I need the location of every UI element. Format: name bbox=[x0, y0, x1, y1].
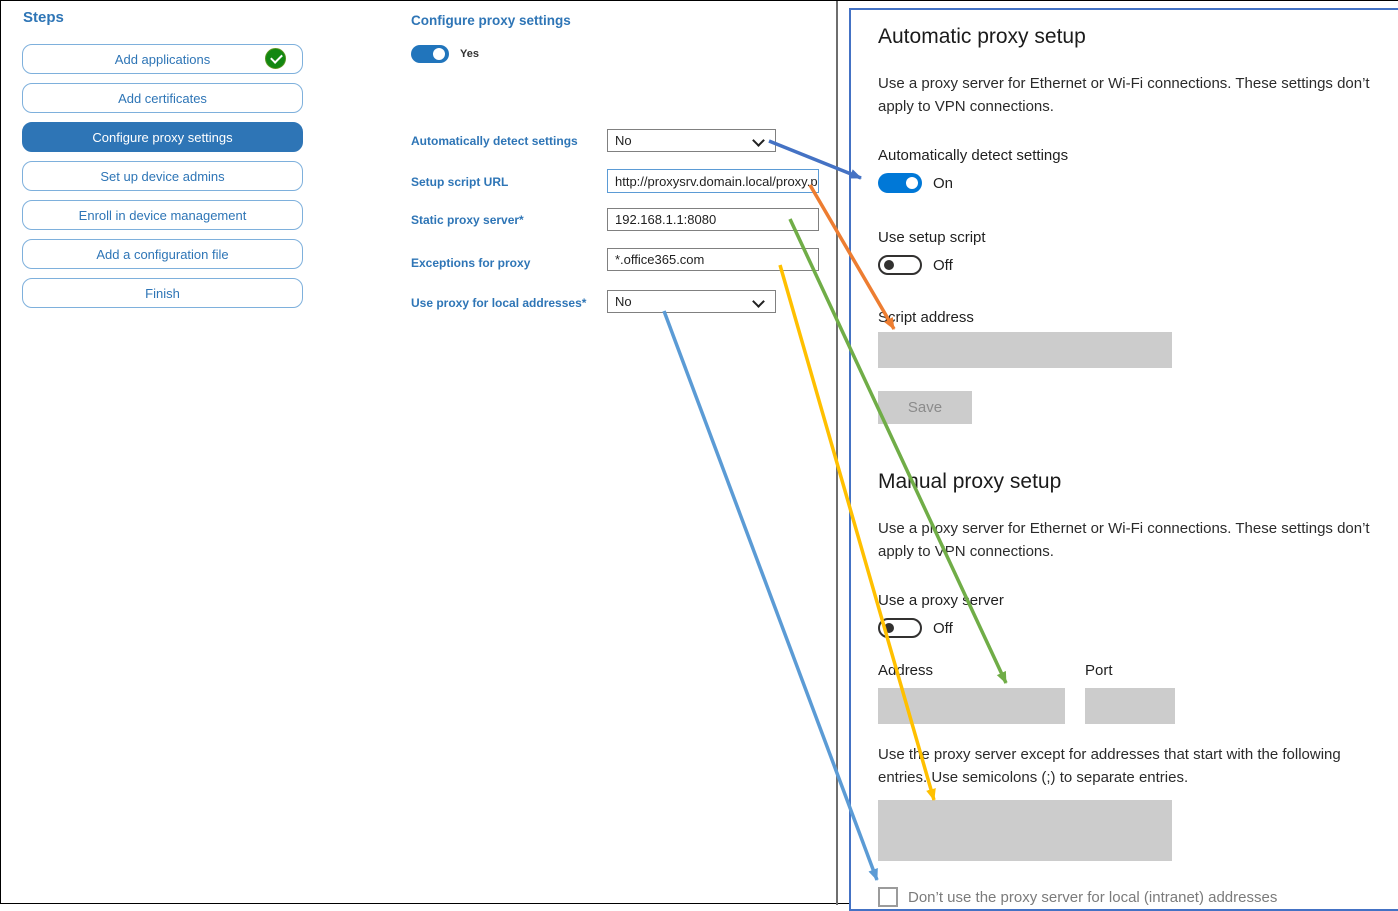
exceptions-for-proxy-value: *.office365.com bbox=[615, 252, 705, 267]
automatic-proxy-setup-heading: Automatic proxy setup bbox=[878, 25, 1086, 48]
setup-script-url-value: http://proxysrv.domain.local/proxy.pa bbox=[615, 173, 819, 189]
exceptions-for-proxy-label: Exceptions for proxy bbox=[411, 256, 531, 270]
auto-detect-settings-label: Automatically detect settings bbox=[878, 147, 1069, 164]
use-proxy-local-dropdown[interactable]: No bbox=[607, 290, 776, 313]
toggle-knob bbox=[433, 48, 445, 60]
step-add-a-configuration-file[interactable]: Add a configuration file bbox=[22, 239, 303, 269]
proxy-exceptions-description: Use the proxy server except for addresse… bbox=[878, 746, 1341, 787]
step-set-up-device-admins[interactable]: Set up device admins bbox=[22, 161, 303, 191]
use-setup-script-state-label: Off bbox=[933, 257, 953, 274]
steps-heading: Steps bbox=[23, 9, 64, 26]
auto-detect-dropdown[interactable]: No bbox=[607, 129, 776, 152]
save-button[interactable]: Save bbox=[878, 391, 972, 424]
use-setup-script-label: Use setup script bbox=[878, 229, 986, 246]
use-a-proxy-server-state-label: Off bbox=[933, 620, 953, 637]
setup-script-url-input[interactable]: http://proxysrv.domain.local/proxy.pa bbox=[607, 169, 819, 193]
use-setup-script-toggle[interactable] bbox=[878, 255, 922, 275]
static-proxy-server-value: 192.168.1.1:8080 bbox=[615, 212, 717, 227]
use-a-proxy-server-toggle[interactable] bbox=[878, 618, 922, 638]
static-proxy-server-input[interactable]: 192.168.1.1:8080 bbox=[607, 208, 819, 231]
proxy-exceptions-textarea[interactable] bbox=[878, 800, 1172, 861]
toggle-knob bbox=[884, 623, 894, 633]
exceptions-for-proxy-input[interactable]: *.office365.com bbox=[607, 248, 819, 271]
script-address-label: Script address bbox=[878, 309, 974, 326]
form-title: Configure proxy settings bbox=[411, 13, 571, 28]
manual-proxy-setup-heading: Manual proxy setup bbox=[878, 470, 1062, 493]
chevron-down-icon bbox=[752, 134, 765, 147]
step-add-certificates[interactable]: Add certificates bbox=[22, 83, 303, 113]
manual-proxy-description: Use a proxy server for Ethernet or Wi-Fi… bbox=[878, 520, 1370, 561]
use-a-proxy-server-label: Use a proxy server bbox=[878, 592, 1004, 609]
address-label: Address bbox=[878, 662, 934, 679]
use-proxy-local-value: No bbox=[615, 294, 632, 309]
use-proxy-local-label: Use proxy for local addresses* bbox=[411, 296, 587, 310]
local-addresses-checkbox[interactable] bbox=[878, 887, 898, 907]
port-label: Port bbox=[1085, 662, 1113, 679]
toggle-knob bbox=[884, 260, 894, 270]
toggle-knob bbox=[906, 177, 918, 189]
chevron-down-icon bbox=[752, 295, 765, 308]
pane-divider bbox=[836, 1, 838, 905]
automatic-proxy-description: Use a proxy server for Ethernet or Wi-Fi… bbox=[878, 75, 1370, 116]
step-configure-proxy-settings[interactable]: Configure proxy settings bbox=[22, 122, 303, 152]
setup-script-url-label: Setup script URL bbox=[411, 175, 509, 189]
configure-proxy-toggle[interactable] bbox=[411, 45, 449, 63]
auto-detect-state-label: On bbox=[933, 175, 954, 192]
script-address-input[interactable] bbox=[878, 332, 1172, 368]
windows-proxy-settings-panel: Automatic proxy setup Use a proxy server… bbox=[849, 8, 1398, 911]
local-addresses-checkbox-label: Don’t use the proxy server for local (in… bbox=[908, 889, 1278, 906]
address-input[interactable] bbox=[878, 688, 1065, 724]
port-input[interactable] bbox=[1085, 688, 1175, 724]
static-proxy-server-label: Static proxy server* bbox=[411, 213, 524, 227]
auto-detect-settings-toggle[interactable] bbox=[878, 173, 922, 193]
auto-detect-label: Automatically detect settings bbox=[411, 134, 578, 148]
step-add-applications[interactable]: Add applications bbox=[22, 44, 303, 74]
arrow-local-addresses bbox=[662, 310, 879, 881]
configure-proxy-toggle-label: Yes bbox=[460, 48, 479, 60]
auto-detect-value: No bbox=[615, 133, 632, 148]
step-finish[interactable]: Finish bbox=[22, 278, 303, 308]
step-enroll-in-device-management[interactable]: Enroll in device management bbox=[22, 200, 303, 230]
step-completed-check-icon bbox=[265, 48, 286, 69]
